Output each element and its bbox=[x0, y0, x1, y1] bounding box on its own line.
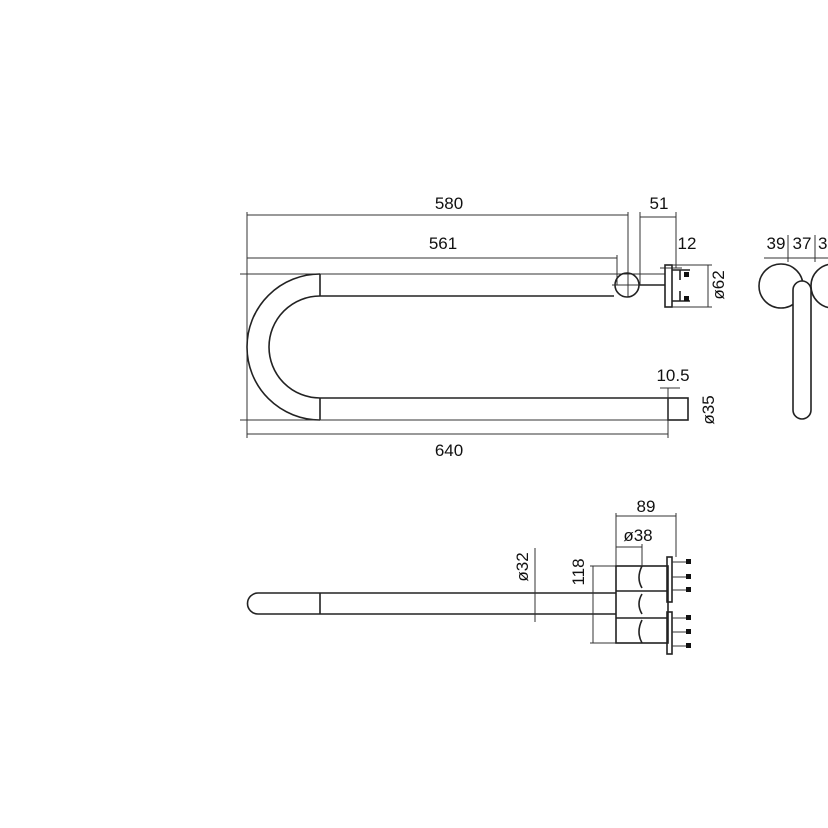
dim-51: 51 bbox=[650, 194, 669, 213]
dim-561: 561 bbox=[429, 234, 457, 253]
dim-35: ø35 bbox=[699, 395, 718, 424]
top-view: 580 51 561 12 10.5 640 ø62 ø35 bbox=[240, 194, 728, 460]
wall-flange bbox=[664, 264, 673, 308]
side-view: 39 37 3 bbox=[758, 234, 828, 420]
hinge-block bbox=[615, 565, 669, 644]
bottom-view: ø32 118 89 ø38 bbox=[246, 497, 691, 655]
dim-32: ø32 bbox=[513, 552, 532, 581]
dim-37: 37 bbox=[793, 234, 812, 253]
flange-upper bbox=[666, 556, 673, 603]
dim-38: ø38 bbox=[623, 526, 652, 545]
flange-lower bbox=[666, 611, 673, 655]
dim-62: ø62 bbox=[709, 270, 728, 299]
dim-640: 640 bbox=[435, 441, 463, 460]
dim-3: 3 bbox=[818, 234, 827, 253]
dim-118: 118 bbox=[569, 558, 588, 585]
end-cap bbox=[667, 397, 689, 421]
dim-12: 12 bbox=[678, 234, 697, 253]
dim-580: 580 bbox=[435, 194, 463, 213]
dim-39: 39 bbox=[767, 234, 786, 253]
dim-10-5: 10.5 bbox=[656, 366, 689, 385]
dim-89: 89 bbox=[637, 497, 656, 516]
